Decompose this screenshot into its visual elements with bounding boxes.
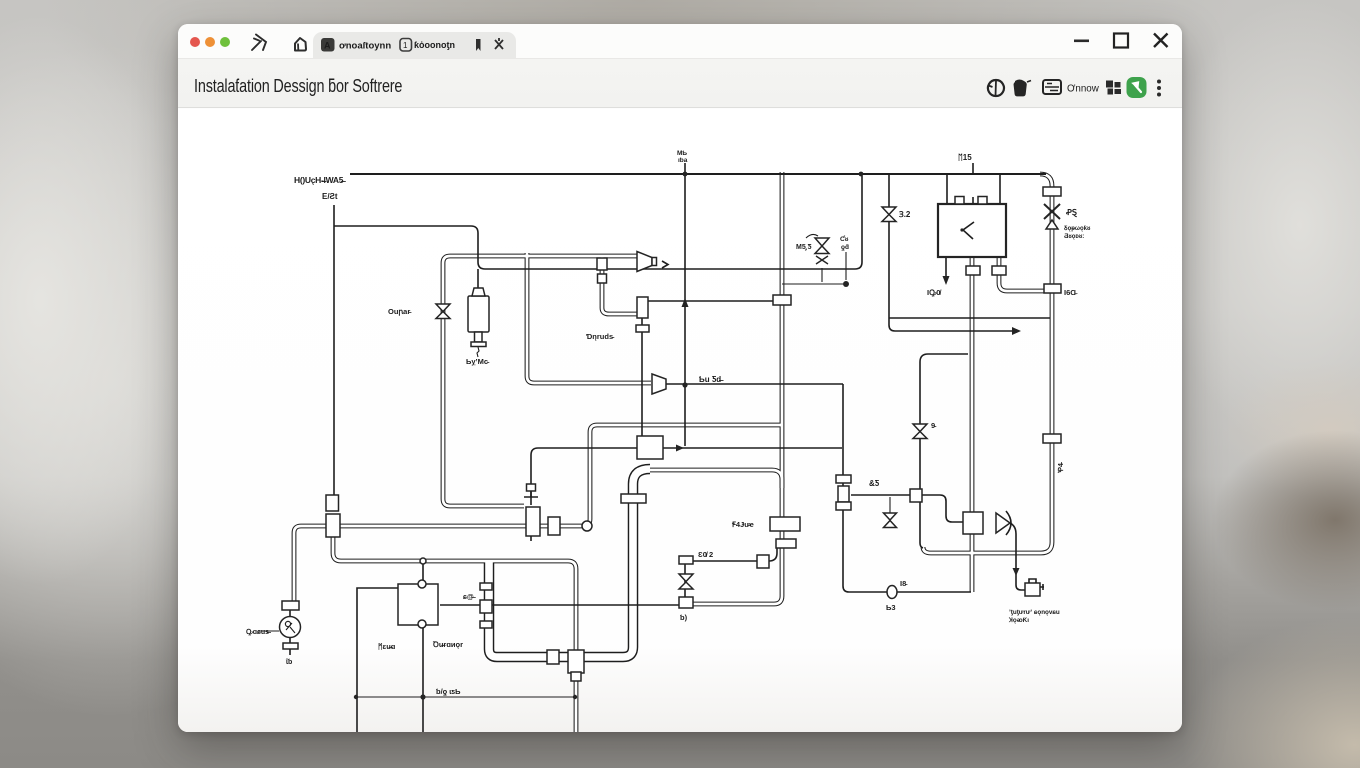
svg-text:Ꞙ4Ɉư̵e: Ꞙ4Ɉư̵e bbox=[731, 520, 754, 529]
svg-text:ƄỵʼMc̵: ƄỵʼMc̵ bbox=[466, 357, 490, 366]
svg-text:ƍƌ: ƍƌ bbox=[841, 244, 849, 251]
svg-text:Ƅ3: Ƅ3 bbox=[886, 603, 896, 612]
svg-text:H()Uc̨H-̶lWA5̶: H()Uc̨H-̶lWA5̶ bbox=[294, 175, 346, 185]
svg-text:&Ƽ: &Ƽ bbox=[869, 479, 880, 488]
svg-text:Ouꞃar̵: Ouꞃar̵ bbox=[388, 307, 412, 316]
svg-text:Ɗn̨ruds̵: Ɗn̨ruds̵ bbox=[586, 332, 615, 341]
svg-text:ꞰǫᴔƘı: ꞰǫᴔƘı bbox=[1008, 617, 1029, 624]
svg-text:ᛖ15: ᛖ15 bbox=[958, 153, 972, 162]
svg-text:ıƅa: ıƅa bbox=[678, 157, 688, 164]
svg-text:Ᵹǫᵽωǫƙᴕ: Ᵹǫᵽωǫƙᴕ bbox=[1064, 225, 1091, 232]
svg-text:Ꝺu̶rɑᴎǫr: Ꝺu̶rɑᴎǫr bbox=[432, 640, 463, 649]
svg-text:Ꝙɑɕus̶: Ꝙɑɕus̶ bbox=[246, 628, 271, 636]
svg-text:1: 1 bbox=[403, 41, 408, 50]
svg-text:ƅ/ƍ ɩƽƄ: ƅ/ƍ ɩƽƄ bbox=[436, 687, 461, 696]
svg-text:9̵: 9̵ bbox=[931, 421, 937, 430]
svg-text:Ꝕ4̵: Ꝕ4̵ bbox=[1057, 461, 1065, 474]
svg-text:Ɛ0̸ 2: Ɛ0̸ 2 bbox=[698, 550, 713, 559]
svg-text:Ɜ.2: Ɜ.2 bbox=[899, 210, 911, 219]
svg-text:A: A bbox=[324, 41, 331, 51]
svg-text:ơnoaſtoynn: ơnoaſtoynn bbox=[339, 41, 391, 52]
svg-text:Ơnnow: Ơnnow bbox=[1067, 84, 1100, 95]
svg-text:E/Ƨt: E/Ƨt bbox=[322, 192, 338, 201]
svg-text:Ƈᴕ: Ƈᴕ bbox=[840, 235, 849, 243]
svg-text:ʼƫuƫưrưʼ ɕǫnǫvɕu: ʼƫuƫưrưʼ ɕǫnǫvɕu bbox=[1009, 609, 1060, 616]
svg-text:ƅ): ƅ) bbox=[680, 613, 688, 622]
svg-text:Ƌᴕǫᴅᴕ:: Ƌᴕǫᴅᴕ: bbox=[1064, 234, 1084, 240]
svg-text:MƄ: MƄ bbox=[677, 150, 687, 157]
svg-text:ꝒⱾ: ꝒⱾ bbox=[1066, 208, 1077, 218]
svg-text:ƖꝘ0̸: ƖꝘ0̸ bbox=[927, 288, 941, 297]
svg-text:Ɩ6Ɑ̴: Ɩ6Ɑ̴ bbox=[1064, 288, 1078, 297]
svg-text:ɕ@̶: ɕ@̶ bbox=[463, 594, 476, 601]
svg-text:Ƅu Ƽd̶: Ƅu Ƽd̶ bbox=[699, 375, 724, 384]
svg-text:Ɩ8̵: Ɩ8̵ bbox=[900, 579, 908, 588]
svg-text:M5̡ Ƽ: M5̡ Ƽ bbox=[796, 244, 812, 251]
svg-text:ᛗɛu̶ɑ: ᛗɛu̶ɑ bbox=[378, 642, 396, 651]
svg-text:ƙȯoonoƫn: ƙȯoonoƫn bbox=[414, 40, 455, 50]
svg-text:ɩ̑ƅ: ɩ̑ƅ bbox=[285, 658, 292, 666]
